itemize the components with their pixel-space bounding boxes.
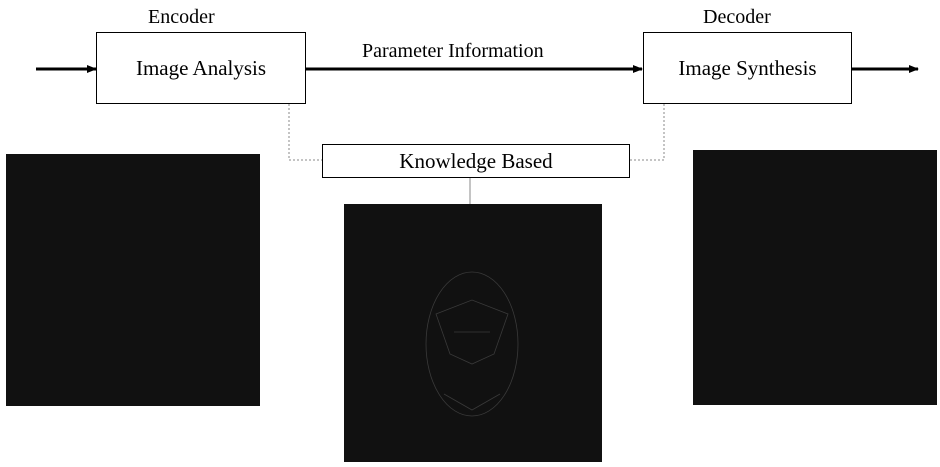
parameter-information-label: Parameter Information (362, 40, 544, 62)
wireframe-model-image (344, 204, 602, 462)
encoder-label: Encoder (148, 6, 215, 28)
image-synthesis-box: Image Synthesis (643, 32, 852, 104)
image-analysis-label: Image Analysis (135, 55, 267, 80)
synthesis-knowledge-connector (630, 104, 665, 161)
image-analysis-box: Image Analysis (96, 32, 306, 104)
image-synthesis-label: Image Synthesis (678, 55, 817, 80)
decoder-label: Decoder (703, 6, 771, 28)
wireframe-mesh (425, 271, 519, 417)
knowledge-based-box: Knowledge Based (322, 144, 630, 178)
original-face-image (6, 154, 260, 406)
knowledge-based-label: Knowledge Based (399, 148, 553, 173)
analysis-knowledge-connector (288, 104, 322, 161)
synthesized-face-image (693, 150, 937, 405)
